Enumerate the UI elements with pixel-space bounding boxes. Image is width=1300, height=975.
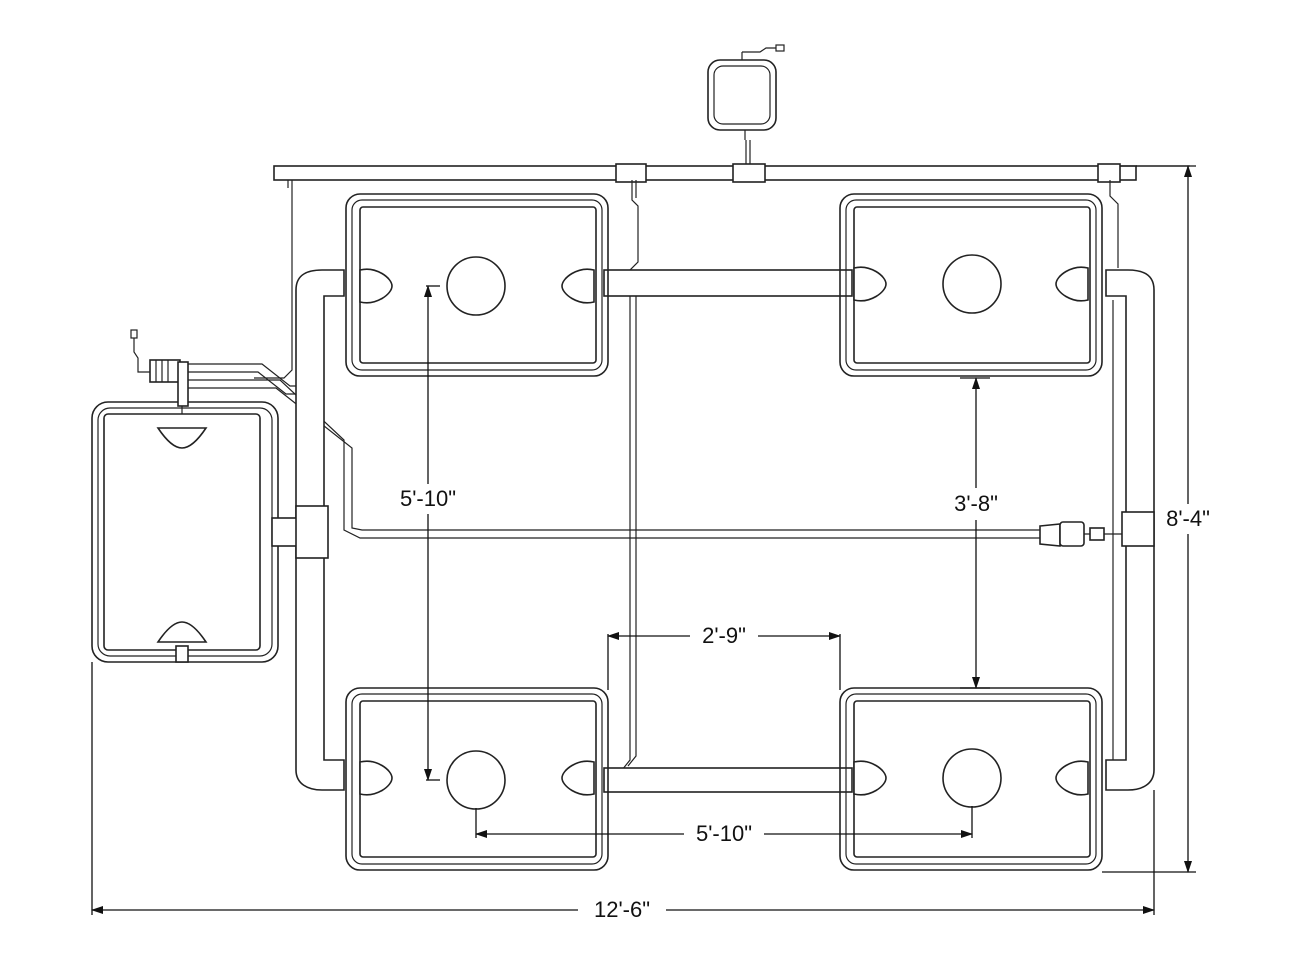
dimension-site-spacing-horizontal: 5'-10"	[475, 820, 973, 848]
reservoir	[91, 401, 279, 663]
grow-site-top-left	[345, 193, 609, 377]
label-overall-width: 12'-6"	[594, 897, 650, 922]
air-manifold	[254, 163, 1190, 771]
label-site-spacing-vertical: 5'-10"	[400, 486, 456, 511]
dimension-gap-between-sites: 2'-9"	[607, 622, 841, 650]
air-pump	[707, 44, 785, 166]
grow-site-bottom-right	[839, 687, 1103, 871]
pump	[130, 329, 1040, 539]
dimension-bucket-gap: 3'-8"	[944, 377, 1008, 689]
label-gap-between-sites: 2'-9"	[702, 623, 746, 648]
float-valve	[1039, 521, 1122, 547]
grow-site-top-right	[839, 193, 1103, 377]
dimension-site-spacing-vertical: 5'-10"	[390, 285, 466, 781]
dimension-overall-depth: 8'-4"	[1160, 165, 1220, 873]
grow-site-bottom-left	[345, 687, 609, 871]
label-site-spacing-horizontal: 5'-10"	[696, 821, 752, 846]
drain-pipes	[271, 269, 1155, 793]
label-overall-depth: 8'-4"	[1166, 506, 1210, 531]
dimension-overall-width: 12'-6"	[91, 896, 1155, 924]
label-bucket-gap: 3'-8"	[954, 491, 998, 516]
